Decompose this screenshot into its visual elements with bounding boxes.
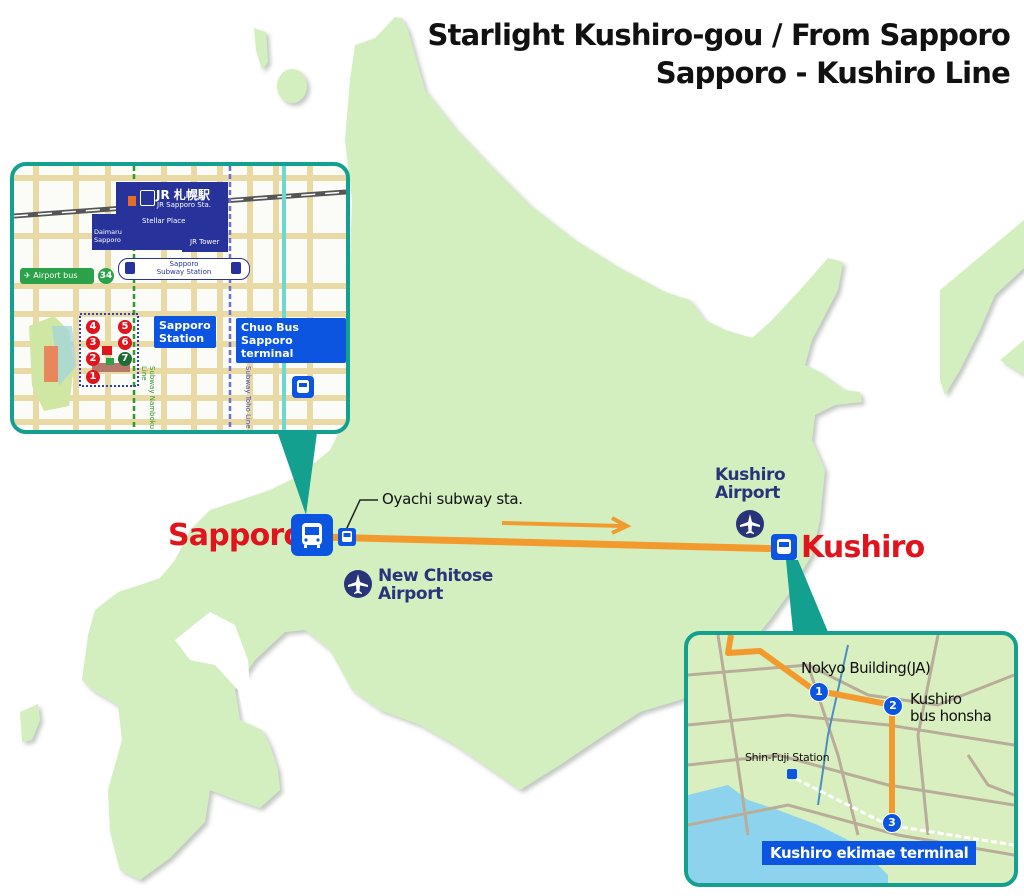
stop-2-marker[interactable]: 2 [883,696,903,716]
subway-icon [125,262,135,274]
kushiro-airport-label: Kushiro Airport [715,465,786,503]
train-icon [140,190,155,206]
city-label-kushiro: Kushiro [801,530,925,565]
new-chitose-airport-label: New Chitose Airport [378,566,493,604]
sapporo-callout-pointer [275,425,318,515]
platform-3[interactable]: 3 [86,336,100,350]
oyachi-label: Oyachi subway sta. [382,490,523,508]
jr-station-jp-label: JR 札幌駅 [156,188,210,202]
nokyo-building-label: Nokyo Building(JA) [801,659,931,677]
airplane-icon: ✈ [24,271,31,280]
namboku-line-label: Subway Namboku Line [140,366,156,430]
subway-icon [231,262,241,274]
kushiro-bus-stop-button[interactable] [771,534,797,560]
page-title: Starlight Kushiro-gou / From Sapporo [427,18,1010,52]
bus-icon [297,380,309,393]
direction-arrow-icon [501,516,632,535]
new-chitose-airport-icon[interactable] [344,570,372,598]
kushiro-callout-pointer [786,560,828,632]
info-icon [106,358,114,365]
jr-tower-label: JR Tower [190,238,220,246]
jr-tower-block [182,232,228,252]
kushiro-inset-map: 1 2 3 Nokyo Building(JA) Kushiro bus hon… [684,631,1018,887]
chuo-bus-terminal-callout: Chuo Bus Sapporo terminal [236,318,346,363]
kushiro-ekimae-terminal-label: Kushiro ekimae terminal [762,841,977,865]
oyachi-leader-line [345,499,378,531]
ticket-icon [102,346,112,355]
bus-icon [342,531,352,542]
page-subtitle: Sapporo - Kushiro Line [655,56,1011,90]
platform-5[interactable]: 5 [118,320,132,334]
daimaru-label: Daimaru Sapporo [94,228,122,244]
chuo-bus-terminal-button[interactable] [292,376,314,398]
shin-fuji-station-label: Shin-Fuji Station [745,751,830,764]
shopping-icon [128,196,136,206]
stop-1-marker[interactable]: 1 [809,682,829,702]
sapporo-station-callout: Sapporo Station [154,316,216,348]
oyachi-bus-stop-button[interactable] [338,528,356,546]
sapporo-inset-map: JR 札幌駅 JR Sapporo Sta. Stellar Place Dai… [10,162,350,434]
shin-fuji-bus-stop-icon[interactable] [787,769,797,779]
kushiro-route-line [725,635,895,819]
sapporo-bus-stop-button[interactable] [291,514,333,556]
kushiro-bus-honsha-label: Kushiro bus honsha [910,690,992,725]
sapporo-subway-station[interactable]: Sapporo Subway Station [118,258,250,280]
platform-7[interactable]: 7 [118,352,132,366]
city-label-sapporo: Sapporo [168,518,304,553]
daimaru-block [92,214,128,250]
platform-6[interactable]: 6 [118,336,132,350]
stop-3-marker[interactable]: 3 [882,813,902,833]
bus-icon [777,539,791,554]
platform-4[interactable]: 4 [86,320,100,334]
jr-station-en-label: JR Sapporo Sta. [157,201,211,209]
airport-bus-badge[interactable]: ✈ Airport bus [20,268,94,284]
toho-line-label: Subway Toho Line [244,366,252,429]
kushiro-airport-icon[interactable] [736,510,764,538]
route-line [319,533,786,553]
airport-bus-stop-number: 34 [98,268,114,284]
platform-2[interactable]: 2 [86,352,100,366]
platform-1[interactable]: 1 [86,370,100,384]
bus-icon [302,523,322,548]
stellar-place-label: Stellar Place [142,217,186,225]
